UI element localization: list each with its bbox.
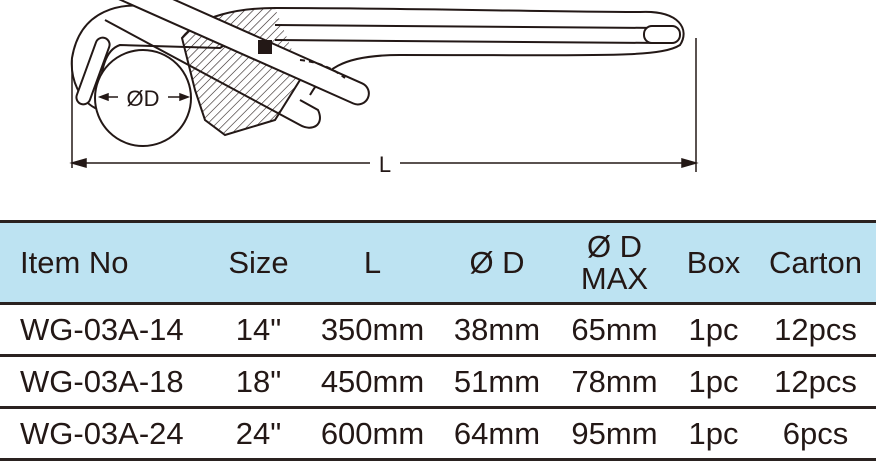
cell-length: 450mm (308, 355, 437, 409)
cell-diameter: 51mm (437, 355, 557, 409)
cell-diameter-max: 78mm (557, 355, 672, 409)
table-row: WG-03A-14 14" 350mm 38mm 65mm 1pc 12pcs (0, 303, 876, 357)
cell-length: 350mm (308, 303, 437, 357)
header-box: Box (672, 220, 755, 305)
cell-size: 18" (209, 355, 308, 409)
length-label: L (379, 152, 391, 177)
table-row: WG-03A-24 24" 600mm 64mm 95mm 1pc 6pcs (0, 407, 876, 461)
cell-diameter-max: 95mm (557, 407, 672, 461)
header-length: L (308, 220, 437, 305)
cell-carton: 6pcs (755, 407, 876, 461)
table-row: WG-03A-18 18" 450mm 51mm 78mm 1pc 12pcs (0, 355, 876, 409)
header-size: Size (209, 220, 308, 305)
cell-box: 1pc (672, 303, 755, 357)
cell-carton: 12pcs (755, 303, 876, 357)
header-carton: Carton (755, 220, 876, 305)
cell-length: 600mm (308, 407, 437, 461)
cell-item-no: WG-03A-24 (0, 407, 209, 461)
cell-diameter: 64mm (437, 407, 557, 461)
header-diameter: Ø D (437, 220, 557, 305)
cell-box: 1pc (672, 355, 755, 409)
cell-diameter: 38mm (437, 303, 557, 357)
cell-box: 1pc (672, 407, 755, 461)
header-item-no: Item No (0, 220, 209, 305)
pipe-wrench-diagram: ØD L (69, 0, 699, 177)
cell-item-no: WG-03A-18 (0, 355, 209, 409)
cell-carton: 12pcs (755, 355, 876, 409)
cell-size: 14" (209, 303, 308, 357)
diameter-label: ØD (127, 86, 160, 111)
cell-size: 24" (209, 407, 308, 461)
cell-diameter-max: 65mm (557, 303, 672, 357)
cell-item-no: WG-03A-14 (0, 303, 209, 357)
